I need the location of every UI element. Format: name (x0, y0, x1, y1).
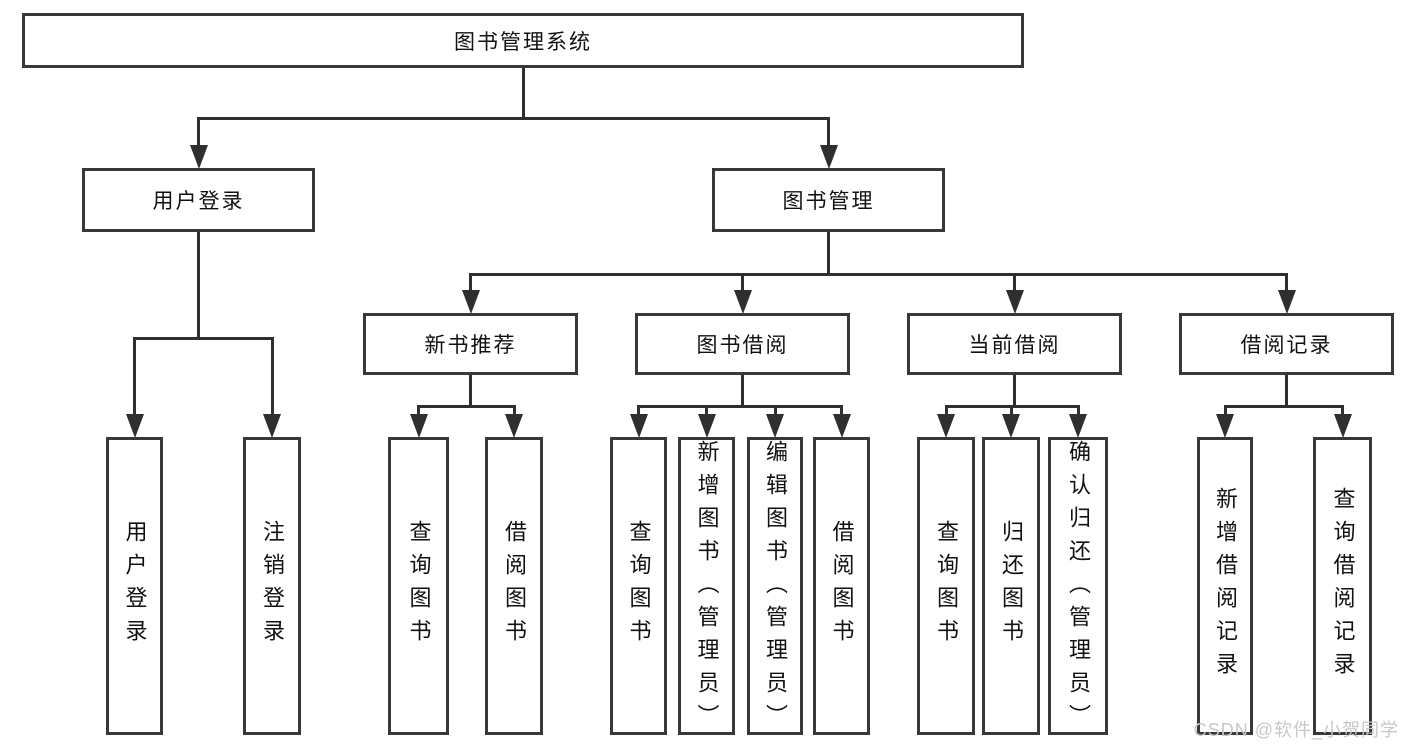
connector-rail (469, 273, 1288, 276)
node-cb-return-book: 归还图书 (982, 437, 1040, 735)
connector-drop (133, 337, 136, 419)
node-rec-borrow-book: 借阅图书 (485, 437, 543, 735)
connector-rail (197, 117, 830, 120)
arrow-head (1005, 290, 1024, 314)
connector-drop (1013, 273, 1016, 295)
arrow-head (1216, 414, 1234, 438)
node-label: 编辑图书（管理员） (763, 440, 788, 737)
node-bb-add-book: 新增图书（管理员） (678, 437, 735, 737)
node-label: 图书借阅 (696, 334, 789, 357)
node-cb-query-book: 查询图书 (917, 437, 975, 735)
arrow-head (766, 414, 784, 438)
connector-stem (741, 375, 744, 408)
node-logout: 注销登录 (243, 437, 301, 735)
connector-drop (1076, 405, 1080, 419)
connector-stem (521, 68, 525, 120)
connector-stem (197, 232, 200, 340)
node-label: 借阅图书 (829, 520, 855, 652)
node-label: 用户登录 (152, 190, 245, 213)
arrow-head (409, 414, 428, 438)
connector-drop (741, 273, 744, 295)
node-label: 借阅图书 (502, 520, 527, 652)
node-new-book-rec: 新书推荐 (363, 313, 578, 375)
arrow-head (189, 145, 208, 169)
connector-drop (1285, 273, 1288, 295)
connector-stem (1013, 375, 1016, 408)
node-current-borrow: 当前借阅 (907, 313, 1122, 375)
arrow-head (125, 414, 144, 438)
node-label: 注销登录 (260, 520, 285, 652)
connector-drop (944, 405, 948, 419)
arrow-head (819, 145, 838, 169)
arrow-head (697, 414, 716, 438)
arrow-head (733, 290, 752, 314)
node-rec-query-book: 查询图书 (388, 437, 449, 735)
arrow-head (937, 414, 955, 438)
arrow-head (1002, 414, 1020, 438)
arrow-head (832, 414, 851, 438)
node-label: 查询图书 (626, 520, 652, 652)
node-label: 新增借阅记录 (1213, 487, 1238, 685)
node-label: 借阅记录 (1240, 334, 1333, 357)
node-label: 查询借阅记录 (1330, 487, 1356, 685)
node-borrow-records: 借阅记录 (1179, 313, 1394, 375)
arrow-head (1333, 414, 1352, 438)
connector-drop (270, 337, 274, 419)
connector-stem (827, 232, 830, 276)
connector-drop (512, 405, 516, 419)
node-bb-edit-book: 编辑图书（管理员） (747, 437, 803, 737)
connector-drop (840, 405, 843, 419)
node-br-add-record: 新增借阅记录 (1197, 437, 1253, 735)
arrow-head (461, 290, 480, 314)
node-label: 新增图书（管理员） (694, 440, 720, 737)
connector-drop (1223, 405, 1227, 419)
node-label: 用户登录 (122, 520, 148, 652)
node-book-mgmt: 图书管理 (712, 168, 945, 232)
connector-drop (773, 405, 777, 419)
node-br-query-record: 查询借阅记录 (1313, 437, 1372, 735)
node-label: 确认归还（管理员） (1066, 440, 1091, 737)
arrow-head (263, 414, 281, 438)
arrow-head (1069, 414, 1087, 438)
node-bb-borrow-book: 借阅图书 (813, 437, 870, 735)
watermark: CSDN @软件_小贺同学 (1193, 720, 1399, 740)
node-label: 图书管理 (782, 190, 875, 213)
connector-rail (133, 337, 274, 340)
arrow-head (505, 414, 523, 438)
connector-drop (1341, 405, 1344, 419)
connector-rail (417, 405, 516, 408)
node-label: 查询图书 (934, 520, 959, 652)
node-cb-confirm-return: 确认归还（管理员） (1048, 437, 1108, 737)
arrow-head (629, 414, 648, 438)
node-login: 用户登录 (106, 437, 163, 735)
connector-drop (417, 405, 420, 419)
node-book-borrow: 图书借阅 (635, 313, 850, 375)
node-bb-query-book: 查询图书 (610, 437, 667, 735)
connector-drop (705, 405, 708, 419)
connector-rail (637, 405, 843, 408)
connector-drop (637, 405, 640, 419)
node-label: 新书推荐 (424, 334, 517, 357)
connector-stem (469, 375, 472, 408)
connector-drop (1009, 405, 1013, 419)
node-label: 图书管理系统 (454, 30, 592, 54)
node-label: 查询图书 (406, 520, 432, 652)
connector-drop (469, 273, 472, 295)
connector-stem (1285, 375, 1288, 408)
node-root: 图书管理系统 (22, 13, 1024, 68)
node-label: 当前借阅 (968, 334, 1061, 357)
connector-rail (1223, 405, 1344, 408)
connector-drop (827, 117, 830, 150)
connector-drop (197, 117, 200, 150)
node-label: 归还图书 (999, 520, 1024, 652)
node-user-login: 用户登录 (82, 168, 315, 232)
arrow-head (1277, 290, 1296, 314)
